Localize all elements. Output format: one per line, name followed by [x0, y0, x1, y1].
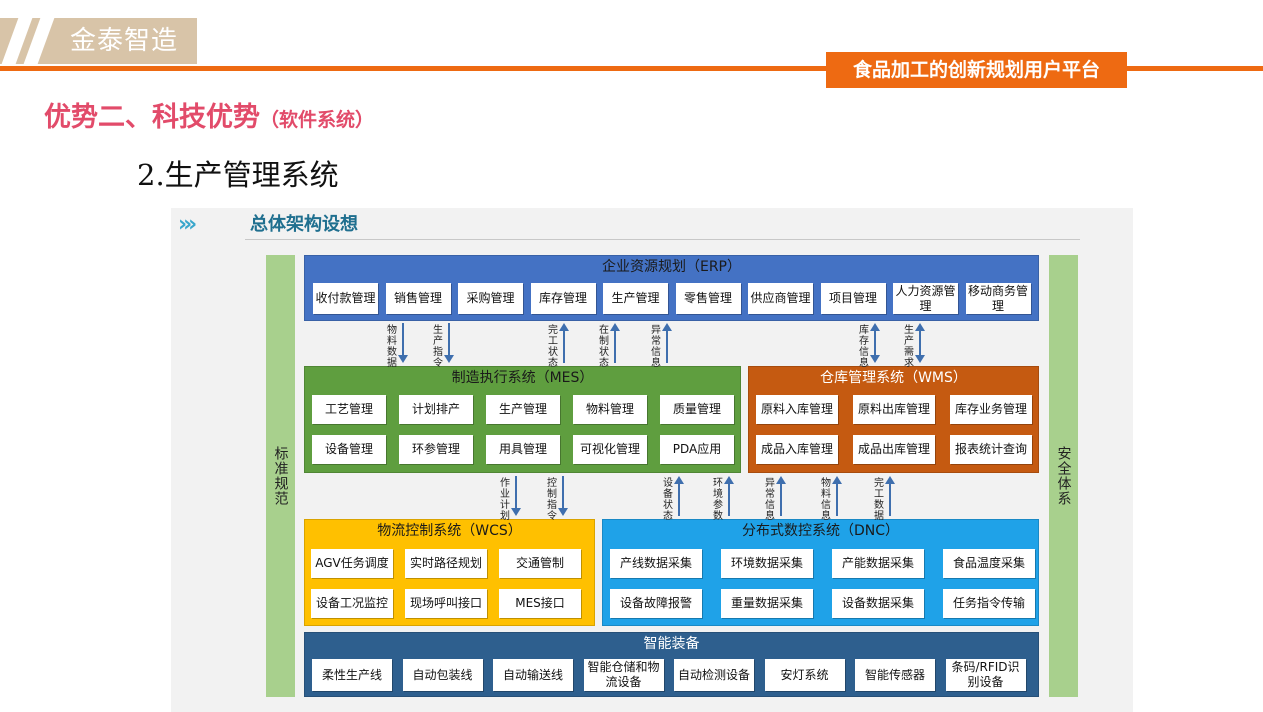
arrow-down-icon: [511, 476, 521, 516]
wcs-item: MES接口: [499, 589, 581, 618]
wcs-item: 交通管制: [499, 549, 581, 578]
flow-label: 生产指令: [433, 325, 443, 369]
mes-item: 可视化管理: [573, 435, 647, 464]
security-side-bar: 安全体系: [1049, 255, 1078, 697]
wcs-item: 实时路径规划: [405, 549, 487, 578]
equip-item: 智能传感器: [855, 659, 935, 691]
erp-item: 生产管理: [603, 283, 668, 314]
equip-item: 柔性生产线: [312, 659, 392, 691]
arrow-up-icon: [674, 476, 684, 516]
dnc-item: 设备故障报警: [610, 589, 702, 618]
flow-label: 作业计划: [500, 478, 510, 522]
dnc-item: 食品温度采集: [943, 549, 1035, 578]
arrow-down-icon: [444, 323, 454, 363]
diagram-title-rule: [245, 239, 1080, 240]
mes-item: PDA应用: [660, 435, 734, 464]
dnc-item: 产能数据采集: [832, 549, 924, 578]
erp-item: 零售管理: [675, 283, 741, 314]
erp-item: 移动商务管理: [965, 283, 1031, 314]
chevron-icon: ›››: [178, 212, 197, 237]
wms-item: 原料出库管理: [853, 395, 935, 424]
wms-item: 库存业务管理: [950, 395, 1032, 424]
mes-item: 物料管理: [573, 395, 647, 424]
erp-item: 库存管理: [530, 283, 596, 314]
flow-label: 控制指令: [547, 478, 557, 522]
equip-item: 智能仓储和物流设备: [583, 659, 664, 691]
erp-item: 销售管理: [385, 283, 451, 314]
arrow-both-icon: [870, 323, 880, 363]
brand-name: 金泰智造: [70, 26, 179, 56]
flow-label: 物料信息: [821, 478, 831, 522]
equipment-title: 智能装备: [643, 636, 700, 652]
equip-item: 自动包装线: [402, 659, 483, 691]
dnc-item: 产线数据采集: [610, 549, 702, 578]
page-title: 优势二、科技优势（软件系统）: [44, 95, 374, 134]
page-title-main: 优势二、科技优势: [44, 102, 260, 133]
wcs-item: 设备工况监控: [311, 589, 393, 618]
equip-item: 安灯系统: [764, 659, 845, 691]
wms-item: 原料入库管理: [756, 395, 838, 424]
header-divider: [0, 66, 1263, 71]
wms-item: 成品入库管理: [756, 435, 838, 464]
mes-item: 用具管理: [486, 435, 560, 464]
arrow-both-icon: [915, 323, 925, 363]
wcs-title: 物流控制系统（WCS）: [377, 523, 522, 539]
arrow-up-icon: [776, 476, 786, 516]
mes-item: 质量管理: [660, 395, 734, 424]
arrow-down-icon: [558, 476, 568, 516]
arrow-down-icon: [398, 323, 408, 363]
flow-label: 设备状态: [663, 478, 673, 522]
flow-label: 异常信息: [765, 478, 775, 522]
standards-side-bar: 标准规范: [266, 255, 295, 697]
flow-label: 环境参数: [713, 478, 723, 522]
erp-item: 项目管理: [820, 283, 886, 314]
arrow-up-icon: [885, 476, 895, 516]
tagline-badge: 食品加工的创新规划用户平台: [826, 52, 1127, 88]
wms-item: 报表统计查询: [950, 435, 1032, 464]
erp-title: 企业资源规划（ERP）: [601, 259, 741, 275]
equip-item: 条码/RFID识别设备: [945, 659, 1026, 691]
equip-item: 自动输送线: [493, 659, 573, 691]
flow-label: 异常信息: [651, 325, 661, 369]
section-heading: 2.生产管理系统: [137, 158, 339, 192]
dnc-item: 环境数据采集: [721, 549, 813, 578]
mes-item: 环参管理: [399, 435, 473, 464]
mes-item: 计划排产: [399, 395, 473, 424]
mes-item: 设备管理: [312, 435, 386, 464]
equip-item: 自动检测设备: [674, 659, 754, 691]
erp-item: 收付款管理: [313, 283, 378, 314]
flow-label: 完工数据: [874, 478, 884, 522]
mes-item: 生产管理: [486, 395, 560, 424]
dnc-item: 设备数据采集: [832, 589, 924, 618]
arrow-up-icon: [662, 323, 672, 363]
page-title-sub: （软件系统）: [260, 109, 375, 131]
erp-item: 采购管理: [458, 283, 523, 314]
dnc-item: 任务指令传输: [943, 589, 1035, 618]
wms-item: 成品出库管理: [853, 435, 935, 464]
erp-item: 供应商管理: [748, 283, 813, 314]
arrow-up-icon: [610, 323, 620, 363]
wcs-item: AGV任务调度: [311, 549, 393, 578]
dnc-title: 分布式数控系统（DNC）: [741, 523, 900, 539]
dnc-item: 重量数据采集: [721, 589, 813, 618]
arrow-up-icon: [832, 476, 842, 516]
mes-title: 制造执行系统（MES）: [451, 370, 594, 386]
arrow-up-icon: [559, 323, 569, 363]
flow-label: 完工状态: [548, 325, 558, 369]
wms-title: 仓库管理系统（WMS）: [820, 370, 967, 386]
flow-label: 库存信息: [859, 325, 869, 369]
flow-label: 在制状态: [599, 325, 609, 369]
flow-label: 物料数据: [387, 325, 397, 369]
wcs-item: 现场呼叫接口: [405, 589, 487, 618]
erp-item: 人力资源管理: [893, 283, 958, 314]
flow-label: 生产需求: [904, 325, 914, 369]
arrow-up-icon: [724, 476, 734, 516]
diagram-title: 总体架构设想: [250, 214, 358, 235]
mes-item: 工艺管理: [312, 395, 386, 424]
